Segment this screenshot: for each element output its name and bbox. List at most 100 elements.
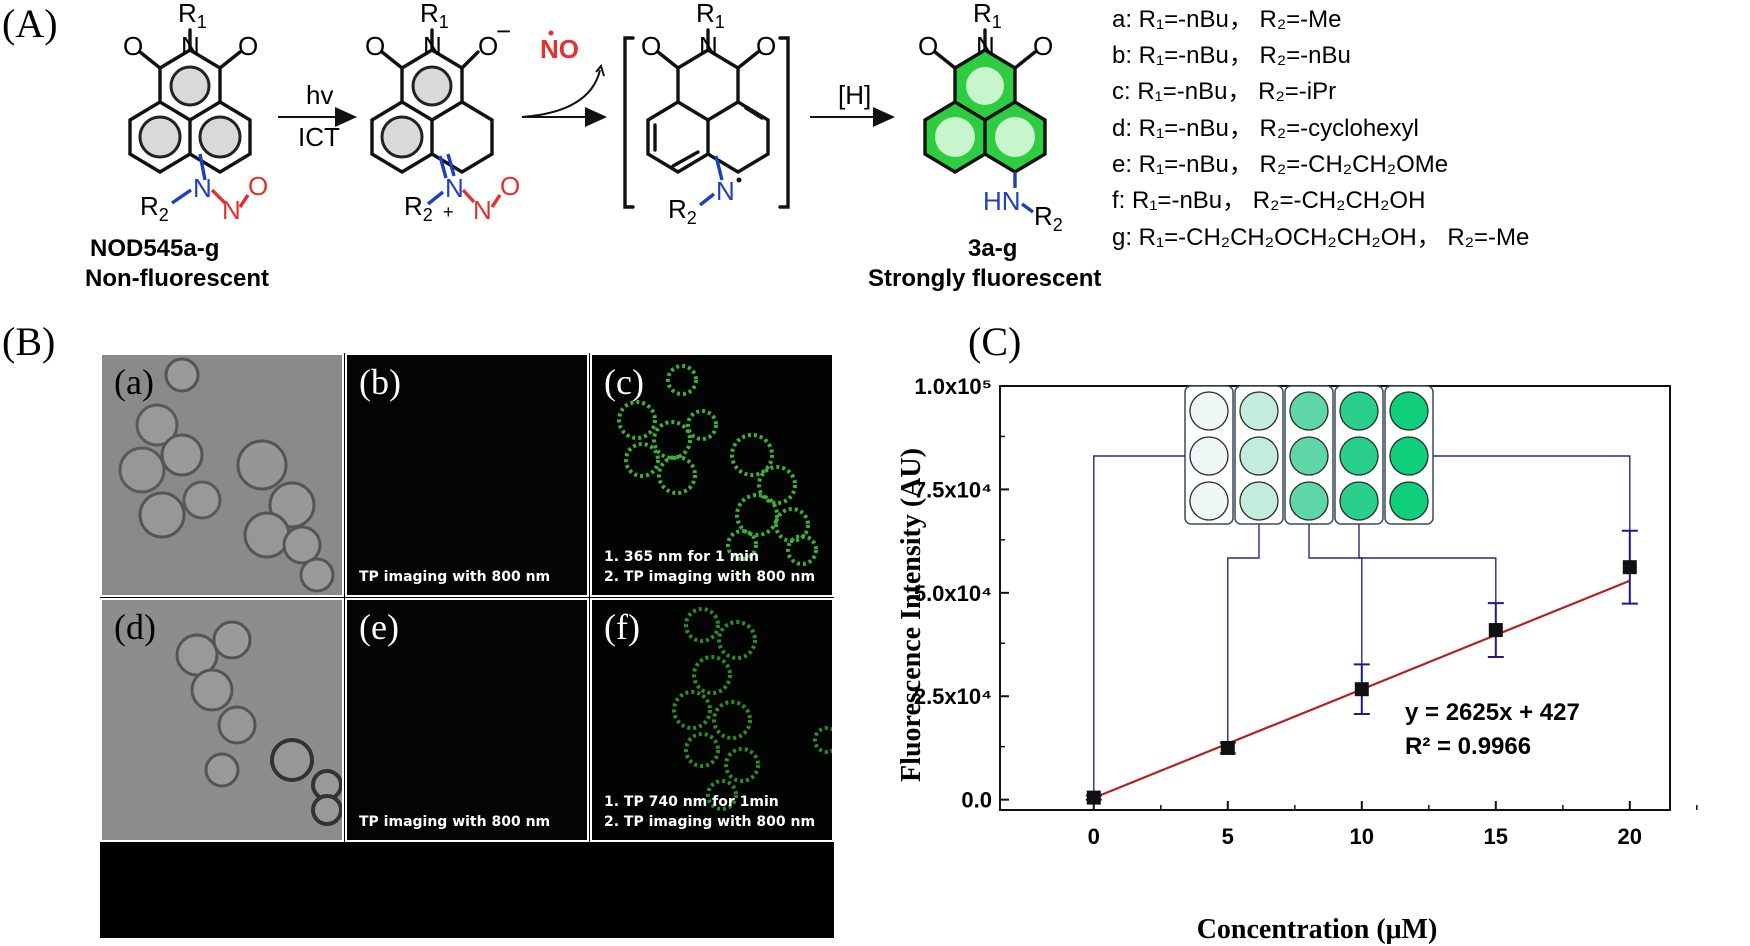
data-point	[1354, 682, 1369, 697]
connector-line	[1227, 524, 1260, 748]
y-tick-label: 5.0x10⁴	[914, 581, 992, 606]
compound1-name: NOD545a-g	[90, 235, 219, 262]
x-tick-label: 0	[1088, 824, 1100, 849]
imide-n: N	[181, 31, 200, 61]
image-tag: (a)	[114, 362, 154, 402]
carbonyl-o-right: O	[1033, 31, 1053, 61]
ring-shade	[411, 65, 453, 107]
ring-shade	[169, 65, 211, 107]
nitroso-n: N	[222, 195, 241, 225]
step1-top-label: hv	[306, 80, 333, 110]
y-tick-label: 7.5x10⁴	[914, 477, 992, 502]
ring-glow	[935, 117, 975, 157]
amine-hn: HN	[983, 186, 1021, 216]
imide-n: N	[699, 31, 718, 61]
amine-n: N	[193, 173, 212, 203]
x-tick-label: 20	[1618, 824, 1642, 849]
nitroso-n: N	[473, 195, 492, 225]
radical-dot	[548, 30, 554, 36]
fit-equation: y = 2625x + 427	[1405, 699, 1580, 726]
substituent-row: g: R₁=-CH₂CH₂OCH₂CH₂OH， R₂=-Me	[1112, 224, 1529, 251]
image-a-brightfield: (a)	[100, 353, 344, 597]
well	[1289, 481, 1329, 521]
molecule-radical-intermediate: O O N R1 N R2	[623, 0, 790, 228]
image-tag: (f)	[604, 607, 640, 647]
imide-n: N	[976, 31, 995, 61]
image-caption: TP imaging with 800 nm	[359, 569, 551, 585]
molecule-nod545: O O N R1 N R2 N O NOD545a-g Non-fluoresc…	[85, 0, 269, 292]
substituent-row: a: R₁=-nBu， R₂=-Me	[1112, 6, 1342, 33]
ring-shade	[138, 115, 182, 159]
data-point	[1622, 560, 1637, 575]
panel-label-a: (A)	[2, 1, 58, 46]
substituent-legend: a: R₁=-nBu， R₂=-Me b: R₁=-nBu， R₂=-nBu c…	[1112, 6, 1529, 251]
image-tag: (b)	[359, 362, 401, 402]
y-tick-label: 1.0x10⁵	[914, 374, 992, 399]
molecule-product: O O N R1 HN R2 3a-g Strongly fluorescent	[868, 0, 1101, 292]
r1-label: R1	[973, 0, 1002, 32]
y-axis-title: Fluorescence Intensity (AU)	[896, 448, 927, 782]
panel-label-c: (C)	[968, 319, 1022, 364]
r2-label: R2	[1034, 201, 1063, 235]
aminyl-n: N	[716, 176, 735, 206]
plot-frame	[999, 385, 1671, 811]
data-point	[1488, 623, 1503, 638]
substituent-row: e: R₁=-nBu， R₂=-CH₂CH₂OMe	[1112, 151, 1448, 178]
microscopy-grid: (a) (b) TP imaging with 800 nm	[100, 353, 834, 938]
x-tick-label: 5	[1222, 824, 1234, 849]
x-axis-title: Concentration (μM)	[1197, 914, 1438, 945]
well	[1189, 436, 1229, 476]
image-tag: (e)	[359, 607, 399, 647]
step3-label: [H]	[838, 80, 871, 110]
well	[1289, 436, 1329, 476]
carbonyl-o-right: O	[756, 31, 776, 61]
r2-label: R2	[140, 191, 169, 225]
compound2-desc: Strongly fluorescent	[868, 265, 1101, 292]
r1-label: R1	[178, 0, 207, 32]
data-point	[1220, 740, 1235, 755]
r2-label: R2	[668, 194, 697, 228]
y-tick-label: 2.5x10⁴	[914, 684, 992, 709]
well	[1389, 391, 1429, 431]
connector-line	[1093, 455, 1185, 798]
well	[1389, 481, 1429, 521]
substituent-row: b: R₁=-nBu， R₂=-nBu	[1112, 42, 1351, 69]
connector-line	[1308, 524, 1363, 666]
well	[1189, 481, 1229, 521]
well-plate	[1184, 385, 1434, 525]
well	[1239, 391, 1279, 431]
well	[1339, 391, 1379, 431]
data-points	[1085, 529, 1638, 805]
reaction-scheme: O O N R1 N R2 N O NOD545a-g Non-fluoresc…	[85, 0, 1529, 292]
plus-charge: +	[443, 202, 454, 222]
molecule-ict-state: O O − N R1 N + R2 N O	[365, 0, 520, 225]
compound2-name: 3a-g	[968, 235, 1017, 262]
connector-line	[1433, 455, 1631, 536]
compound1-desc: Non-fluorescent	[85, 265, 269, 292]
image-e-fluorescence: (e) TP imaging with 800 nm	[345, 598, 589, 842]
plot-border	[999, 385, 1671, 811]
x-tick-label: 10	[1350, 824, 1374, 849]
y-tick-label: 0.0	[961, 788, 992, 813]
fit-r-squared: R² = 0.9966	[1405, 733, 1531, 760]
well	[1339, 481, 1379, 521]
carbonyl-o-left: O	[641, 31, 661, 61]
ring-glow	[995, 117, 1035, 157]
substituent-row: f: R₁=-nBu， R₂=-CH₂CH₂OH	[1112, 187, 1425, 214]
image-b-fluorescence: (b) TP imaging with 800 nm	[345, 353, 589, 597]
well	[1289, 391, 1329, 431]
iminium-n: N	[445, 173, 464, 203]
carbonyl-o-right: O	[238, 31, 258, 61]
image-tag: (d)	[114, 607, 156, 647]
imide-n: N	[423, 31, 442, 61]
r1-label: R1	[696, 0, 725, 32]
carbonyl-o-left: O	[123, 31, 143, 61]
well	[1239, 436, 1279, 476]
